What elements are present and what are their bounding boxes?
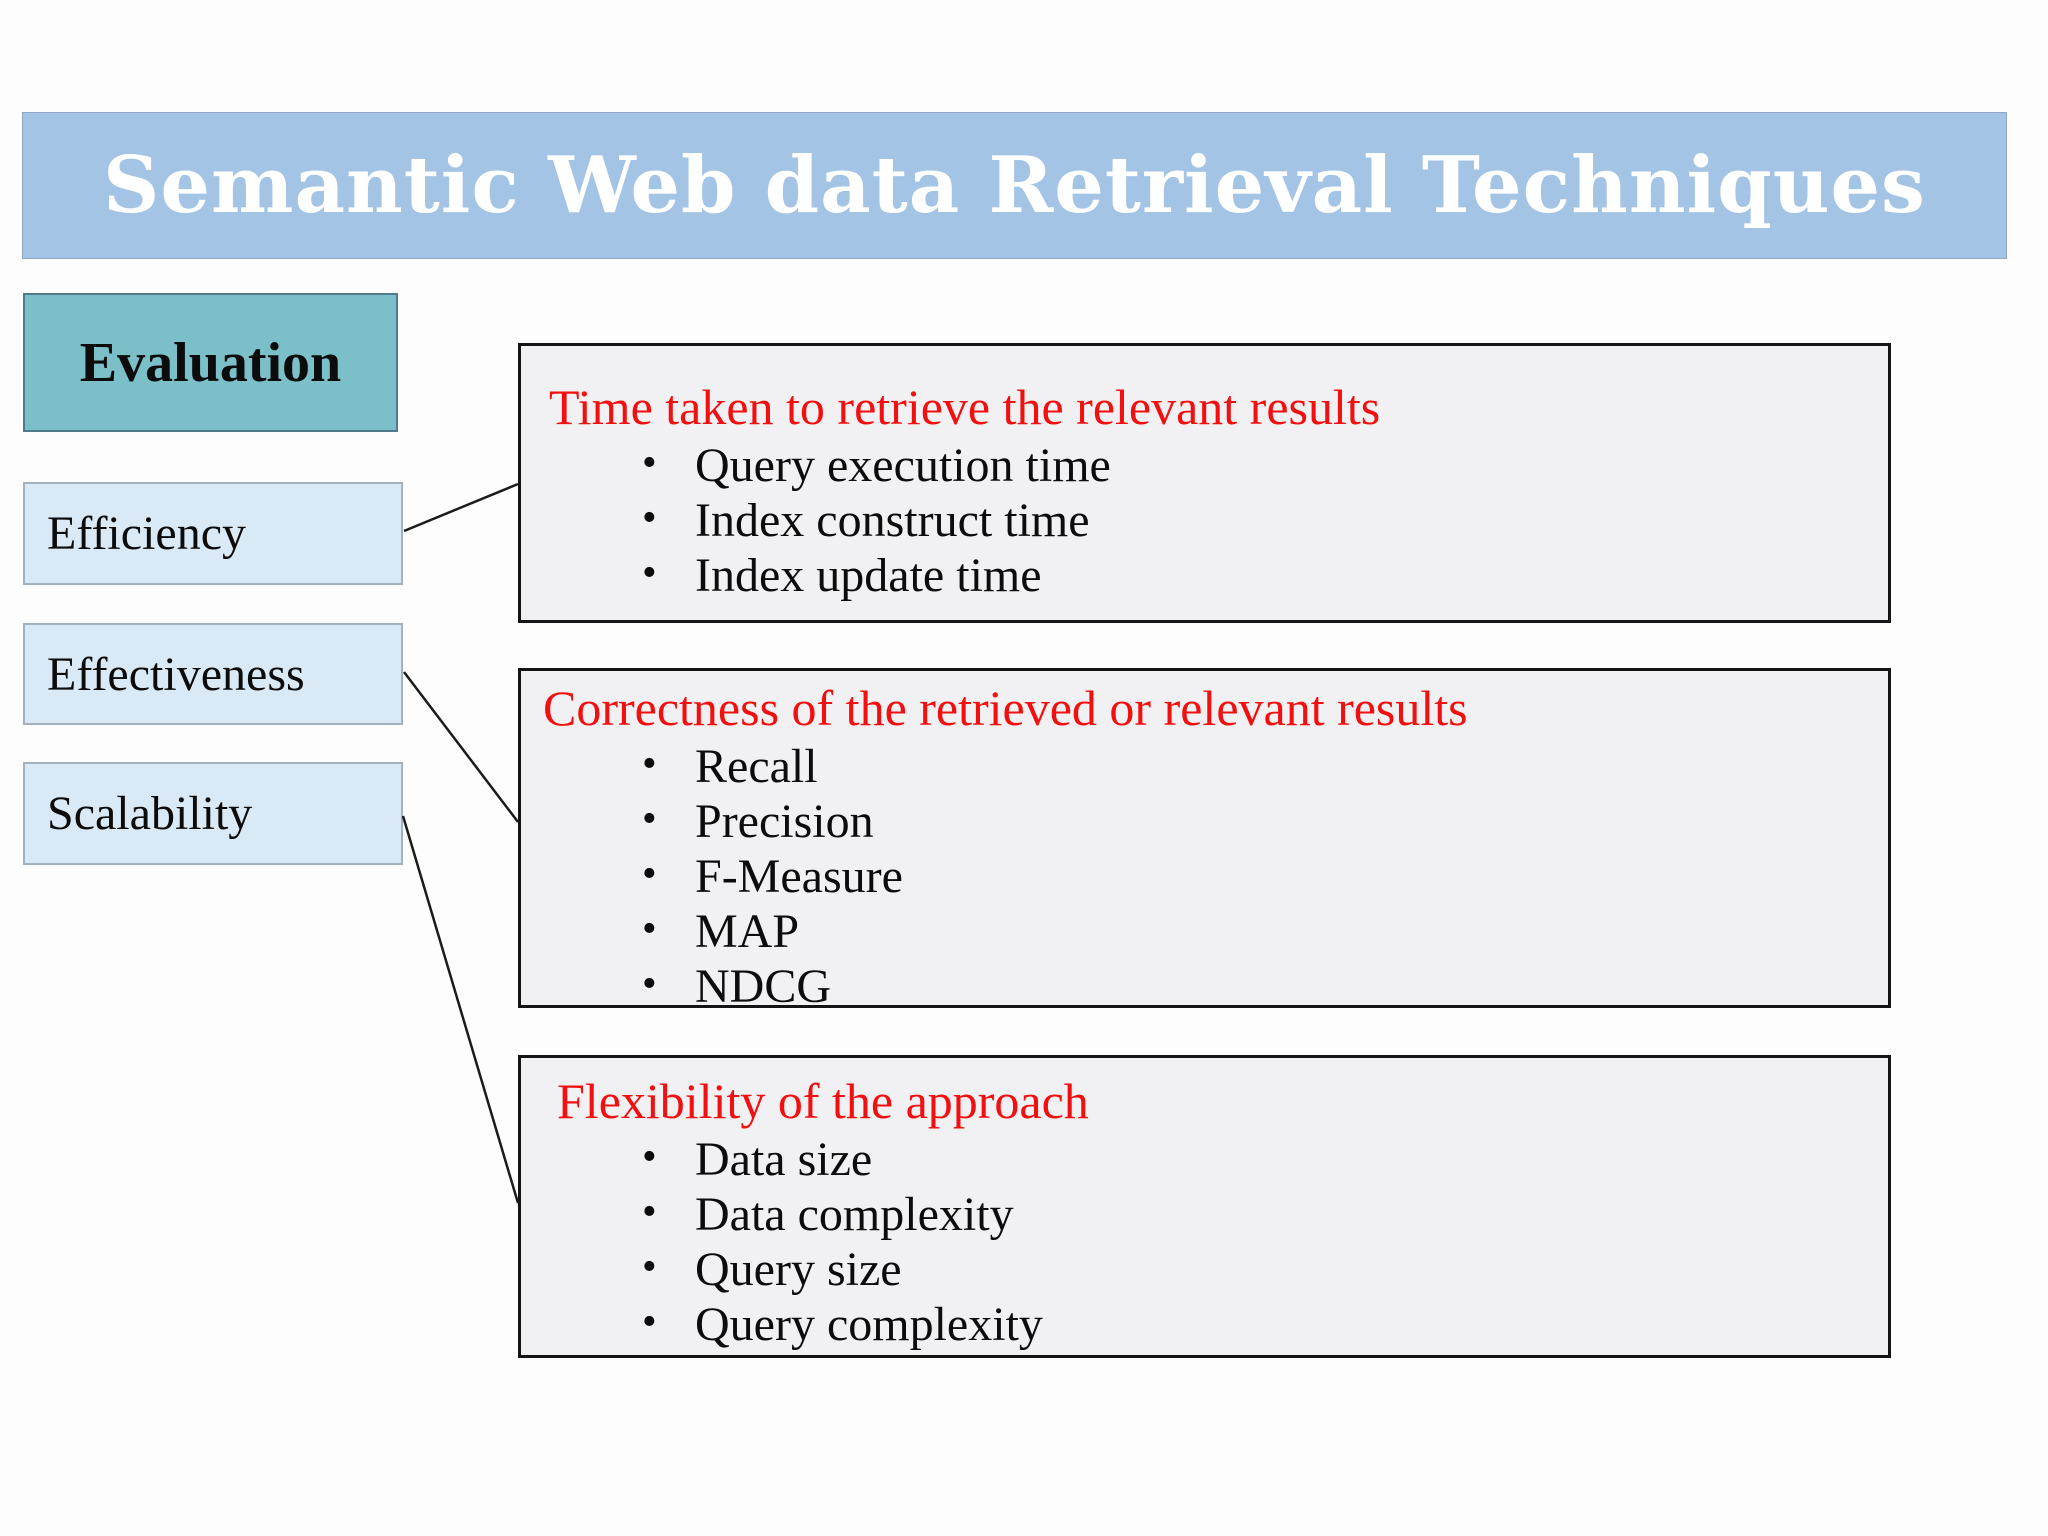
connector-efficiency-line	[403, 482, 519, 533]
panel-correctness: Correctness of the retrieved or relevant…	[518, 668, 1891, 1008]
panel-heading: Correctness of the retrieved or relevant…	[543, 680, 1468, 736]
evaluation-header-box: Evaluation	[23, 293, 398, 432]
bullet-item: Data size	[521, 1130, 1888, 1187]
sidebar-item-efficiency: Efficiency	[23, 482, 403, 585]
panel-bullet-list: Data size Data complexity Query size Que…	[521, 1130, 1888, 1352]
panel-bullet-list: Recall Precision F-Measure MAP NDCG	[521, 737, 1888, 1005]
panel-flexibility: Flexibility of the approach Data size Da…	[518, 1055, 1891, 1358]
bullet-item: MAP	[521, 902, 1888, 959]
sidebar-item-scalability: Scalability	[23, 762, 403, 865]
bullet-item: Recall	[521, 737, 1888, 794]
bullet-item: Index update time	[521, 546, 1888, 603]
sidebar-item-label: Scalability	[47, 787, 253, 840]
panel-bullet-list: Query execution time Index construct tim…	[521, 436, 1888, 603]
bullet-item: Precision	[521, 792, 1888, 849]
sidebar-item-label: Efficiency	[47, 507, 247, 560]
sidebar-item-label: Effectiveness	[47, 647, 305, 701]
bullet-item: Query size	[521, 1240, 1888, 1297]
connector-scalability-line	[401, 815, 520, 1204]
bullet-item: NDCG	[521, 957, 1888, 1005]
bullet-item: F-Measure	[521, 847, 1888, 904]
panel-time-taken: Time taken to retrieve the relevant resu…	[518, 343, 1891, 623]
slide-title: Semantic Web data Retrieval Techniques	[103, 140, 1926, 231]
bullet-item: Index construct time	[521, 491, 1888, 548]
connector-effectiveness-line	[403, 671, 519, 823]
bullet-item: Data complexity	[521, 1185, 1888, 1242]
slide-title-bar: Semantic Web data Retrieval Techniques	[22, 112, 2007, 259]
sidebar-item-effectiveness: Effectiveness	[23, 623, 403, 725]
bullet-item: Query complexity	[521, 1295, 1888, 1352]
panel-heading: Time taken to retrieve the relevant resu…	[549, 379, 1381, 435]
bullet-item: Query execution time	[521, 436, 1888, 493]
panel-heading: Flexibility of the approach	[557, 1073, 1089, 1129]
evaluation-header-label: Evaluation	[79, 331, 342, 394]
